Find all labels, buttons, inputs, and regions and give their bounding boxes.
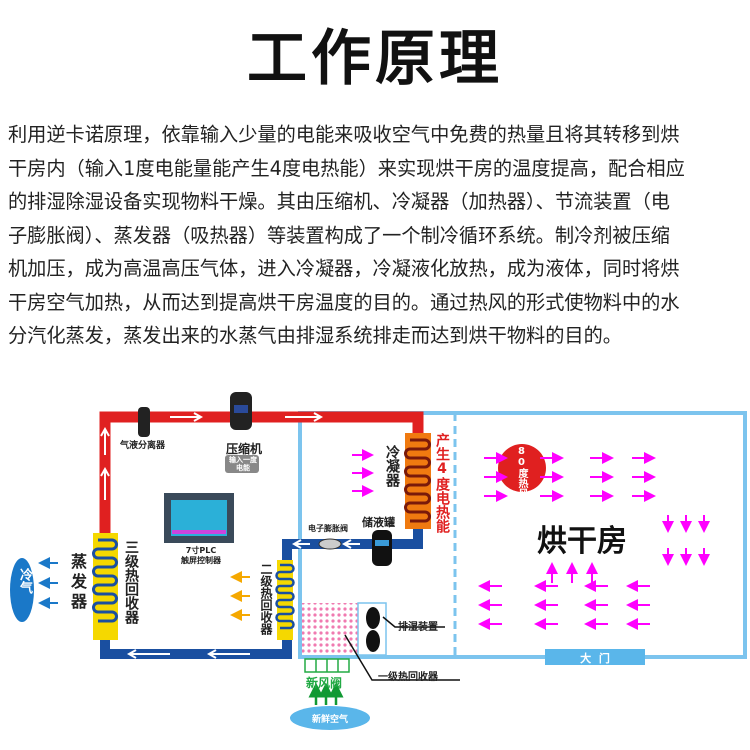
paragraph-line: 机加压，成为高温高压气体，进入冷凝器，冷凝液化放热，成为液体，同时将烘 (8, 257, 680, 280)
drying-room-outline (298, 411, 747, 659)
stage1-leader (344, 634, 460, 681)
dehumidifier-label: 排湿装置 (398, 622, 438, 633)
fresh-air-valve-icon (304, 658, 350, 673)
gate (545, 649, 645, 665)
fresh-air-bubble (290, 706, 370, 730)
expansion-valve-label: 电子膨胀阀 (308, 524, 348, 533)
drying-room-label: 烘干房 (537, 524, 627, 559)
evaporator-coil (92, 533, 118, 640)
fresh-air-valve-label: 新风阀 (306, 676, 343, 690)
paragraph-line: 干房内（输入1度电能量能产生4度电热能）来实现烘干房的温度提高，配合相应 (8, 156, 685, 180)
stage1-label: 一级热回收器 (378, 672, 438, 683)
condenser-coil (404, 433, 431, 529)
expansion-valve-icon (318, 538, 342, 550)
cold-air-bubble (10, 558, 34, 622)
fresh-air-label: 新鲜空气 (311, 715, 348, 725)
gate-label: 大 门 (580, 652, 610, 665)
paragraph-line: 利用逆卡诺原理，依靠输入少量的电能来吸收空气中免费的热量且将其转移到烘 (8, 123, 680, 146)
paragraph-line: 干房空气加热，从而达到提高烘干房温度的目的。通过热风的形式使物料中的水 (8, 290, 680, 314)
gas-liquid-separator-label: 气液分离器 (120, 441, 166, 451)
compressor-label: 压缩机 (226, 442, 263, 456)
heat-output-label: 产生4度电热能 (434, 433, 450, 533)
stage2-coil (275, 560, 295, 640)
evaporator-label: 蒸发器 (68, 553, 87, 613)
paragraph-line: 子膨胀阀）、蒸发器（吸热器）等装置构成了一个制冷循环系统。制冷剂被压缩 (8, 223, 670, 247)
stage2-label: 二级热回收器 (259, 563, 273, 635)
hot-air-badge (498, 444, 546, 492)
compressor-icon (230, 392, 252, 430)
page-title: 工作原理 (247, 24, 503, 94)
dehumidifier-box (302, 602, 387, 656)
plc-label: 7寸PLC 触屏控制器 (181, 546, 221, 565)
paragraph-line: 的排湿除湿设备实现物料干燥。其由压缩机、冷凝器（加热器）、节流装置（电 (8, 190, 670, 213)
fresh-air-arrows (308, 682, 344, 705)
cold-air-label: 冷气 (17, 568, 32, 594)
plc-controller-icon (164, 493, 234, 543)
gas-liquid-separator-icon (138, 407, 150, 437)
receiver-tank-icon (372, 530, 392, 566)
input-note-bg (225, 455, 259, 473)
description-paragraph: 利用逆卡诺原理，依靠输入少量的电能来吸收空气中免费的热量且将其转移到烘 干房内（… (8, 118, 744, 353)
receiver-label: 储液罐 (362, 516, 395, 529)
dehumidifier-leader (382, 616, 445, 628)
condenser-label: 冷凝器 (384, 445, 400, 487)
paragraph-line: 分汽化蒸发，蒸发出来的水蒸气由排湿系统排走而达到烘干物料的目的。 (8, 324, 622, 347)
hot-air-label: 80度热风 (516, 446, 527, 498)
flow-arrows (100, 412, 324, 500)
stage3-label: 三级热回收器 (123, 540, 139, 624)
input-note: 输入一度电能 (229, 456, 257, 472)
